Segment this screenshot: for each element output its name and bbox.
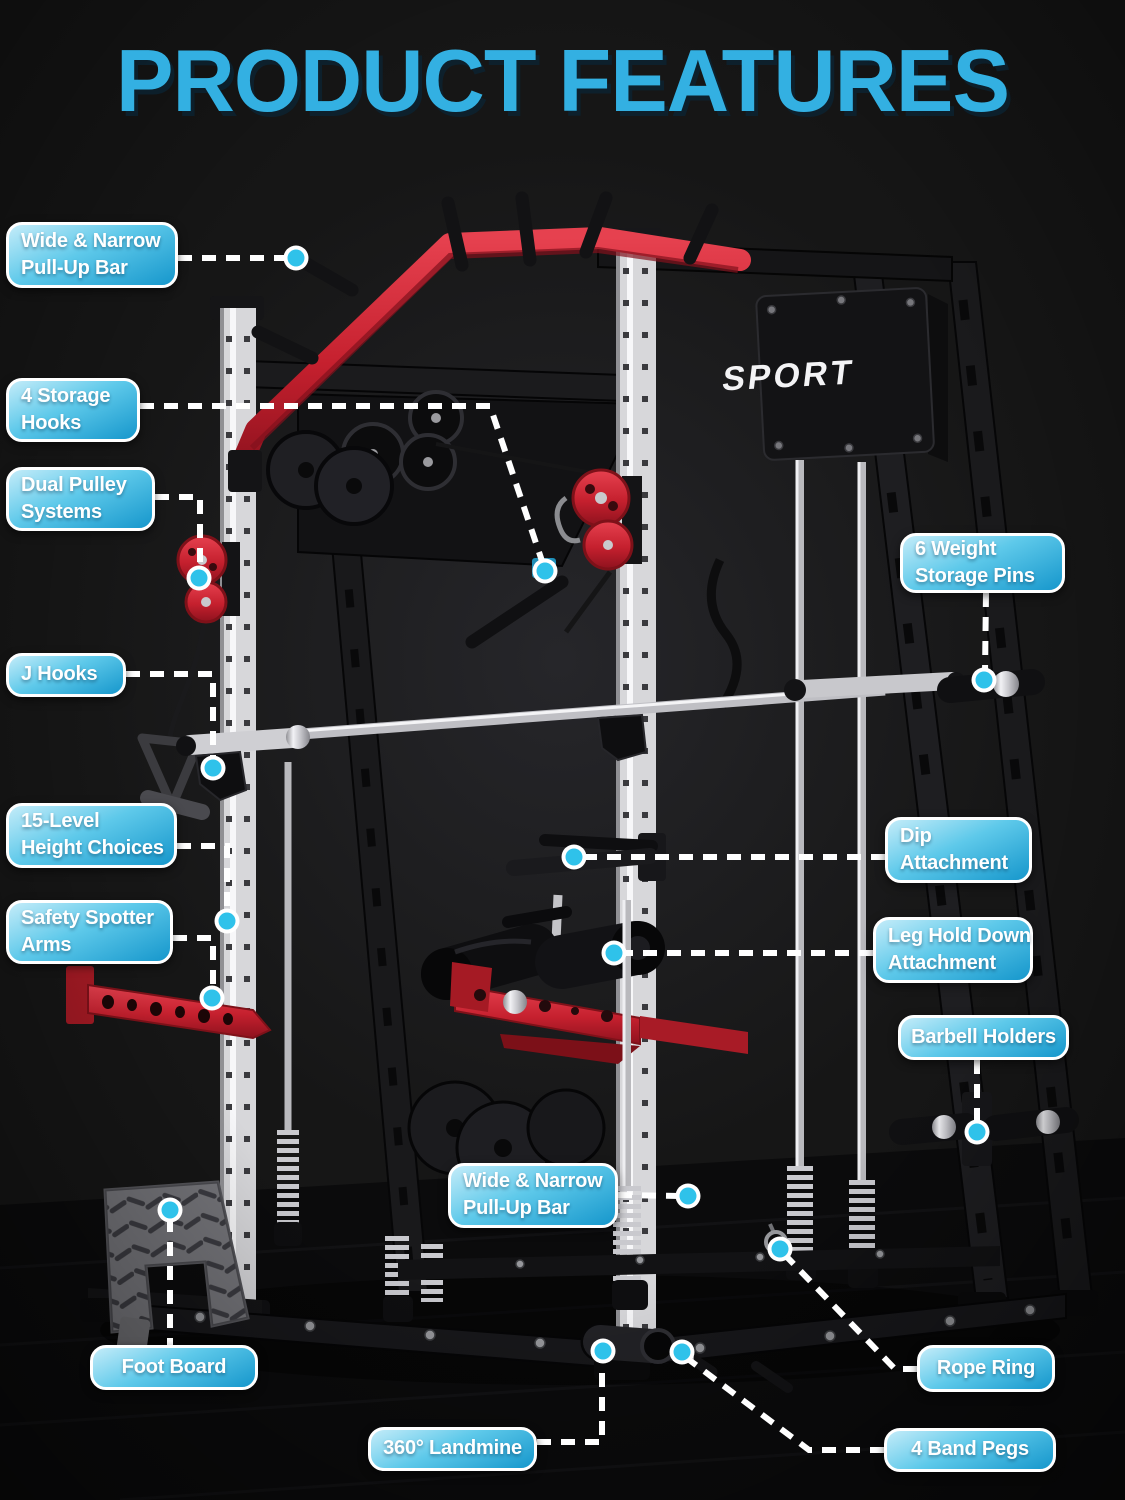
foot-board-target-dot [157, 1197, 183, 1223]
callout-label-line: Dip [900, 824, 932, 847]
pullup-bar-bottom-connector-line [617, 1192, 681, 1199]
pullup-bar-top-target-dot [283, 245, 309, 271]
weight-storage-pins-connector-line [982, 592, 989, 673]
safety-spotter-connector-line [173, 935, 216, 990]
height-choices-target-dot [214, 908, 240, 934]
landmine-connector-line [537, 1359, 605, 1445]
dual-pulley-target-dot [186, 565, 212, 591]
weight-storage-pins-target-dot [971, 667, 997, 693]
rope-ring-target-dot [767, 1236, 793, 1262]
callout-label-line: Pull-Up Bar [21, 256, 128, 279]
callout-label-line: Wide & Narrow [21, 229, 161, 252]
callout-label-foot-board: Foot Board [90, 1345, 258, 1390]
page-title: PRODUCT FEATURES [115, 31, 1010, 130]
dip-attachment-target-dot [561, 844, 587, 870]
callout-label-line: 6 Weight [915, 537, 997, 560]
j-hooks-connector-line [126, 671, 216, 760]
callout-label-line: 4 Band Pegs [911, 1438, 1029, 1461]
callout-label-line: 4 Storage [21, 384, 111, 407]
callout-label-j-hooks: J Hooks [6, 653, 126, 697]
barbell-holders-target-dot [964, 1119, 990, 1145]
callout-label-line: 360° Landmine [383, 1437, 522, 1460]
j-hooks-target-dot [200, 755, 226, 781]
callout-label-line: Attachment [888, 951, 997, 974]
callout-label-line: Systems [21, 500, 102, 523]
safety-spotter-target-dot [199, 985, 225, 1011]
callout-label-line: Barbell Holders [911, 1025, 1056, 1048]
callout-label-line: Arms [21, 933, 72, 956]
callout-label-rope-ring: Rope Ring [917, 1345, 1055, 1392]
callout-label-line: J Hooks [21, 663, 98, 686]
callout-label-line: Pull-Up Bar [463, 1197, 570, 1219]
callout-label-line: 15-Level [21, 810, 100, 833]
callout-label-line: Height Choices [21, 837, 164, 859]
pullup-bar-bottom-target-dot [675, 1183, 701, 1209]
storage-hooks-target-dot [532, 558, 558, 584]
callout-label-barbell-holders: Barbell Holders [898, 1015, 1069, 1060]
band-pegs-target-dot [669, 1339, 695, 1365]
height-choices-connector-line [177, 843, 230, 913]
leg-hold-down-target-dot [601, 940, 627, 966]
rope-ring-connector-line [783, 1253, 917, 1372]
band-pegs-connector-line [686, 1356, 884, 1453]
callout-label-band-pegs: 4 Band Pegs [884, 1428, 1056, 1472]
callout-label-line: Leg Hold Down [888, 924, 1031, 947]
callout-label-line: Dual Pulley [21, 473, 127, 496]
callout-label-line: Wide & Narrow [463, 1170, 603, 1193]
callout-label-line: Storage Pins [915, 564, 1035, 587]
callout-label-line: Attachment [900, 851, 1009, 874]
callout-label-line: Foot Board [121, 1355, 227, 1378]
callout-label-line: Safety Spotter [21, 906, 154, 929]
storage-hooks-connector-line [140, 403, 546, 565]
landmine-target-dot [590, 1338, 616, 1364]
callout-label-landmine: 360° Landmine [368, 1427, 537, 1471]
callout-label-line: Hooks [21, 411, 82, 434]
callout-label-line: Rope Ring [936, 1356, 1036, 1379]
